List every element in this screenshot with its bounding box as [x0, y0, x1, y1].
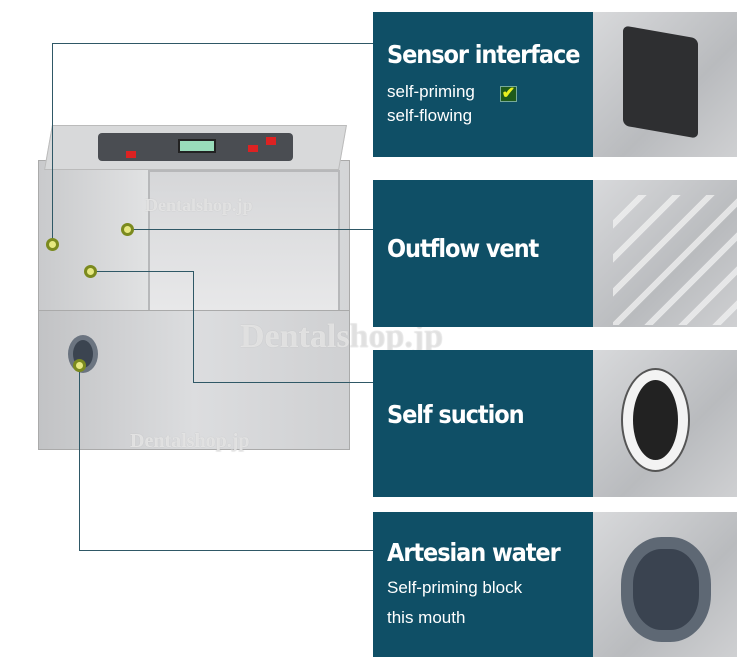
panel-line: this mouth — [387, 608, 466, 627]
checkmark-icon: ✔ — [500, 85, 517, 102]
panel-line: self-flowing — [387, 106, 473, 125]
panel-artesian-water: Artesian water Self-priming block this m… — [373, 512, 737, 657]
panel-self-suction: Self suction — [373, 350, 737, 497]
connector-line — [79, 550, 373, 551]
panel-line: self-priming — [387, 82, 475, 101]
panel-outflow-vent: Outflow vent — [373, 180, 737, 327]
marker-dot — [121, 223, 134, 236]
watermark: Dentalshop.jp — [145, 195, 253, 215]
connector-line — [79, 365, 80, 550]
connector-line — [193, 382, 373, 383]
marker-dot — [46, 238, 59, 251]
suction-port-photo — [593, 350, 737, 497]
socket-photo — [593, 12, 737, 157]
socket-icon — [623, 25, 698, 139]
panel-line: Self-priming block — [387, 578, 523, 597]
connector-line — [52, 43, 373, 44]
panel-title: Sensor interface — [387, 40, 580, 69]
panel-title: Artesian water — [387, 538, 561, 567]
marker-dot — [73, 359, 86, 372]
connector-line — [127, 229, 373, 230]
connector-line — [52, 43, 53, 243]
marker-dot — [84, 265, 97, 278]
connector-line — [193, 271, 194, 382]
vent-photo — [593, 180, 737, 327]
panel-title: Self suction — [387, 400, 525, 429]
connector-line — [90, 271, 194, 272]
outlet-photo — [593, 512, 737, 657]
panel-title: Outflow vent — [387, 234, 539, 263]
panel-sensor-interface: Sensor interface self-priming ✔ self-flo… — [373, 12, 737, 157]
sewage-machine-image — [38, 125, 350, 450]
watermark: Dentalshop.jp — [130, 430, 250, 452]
